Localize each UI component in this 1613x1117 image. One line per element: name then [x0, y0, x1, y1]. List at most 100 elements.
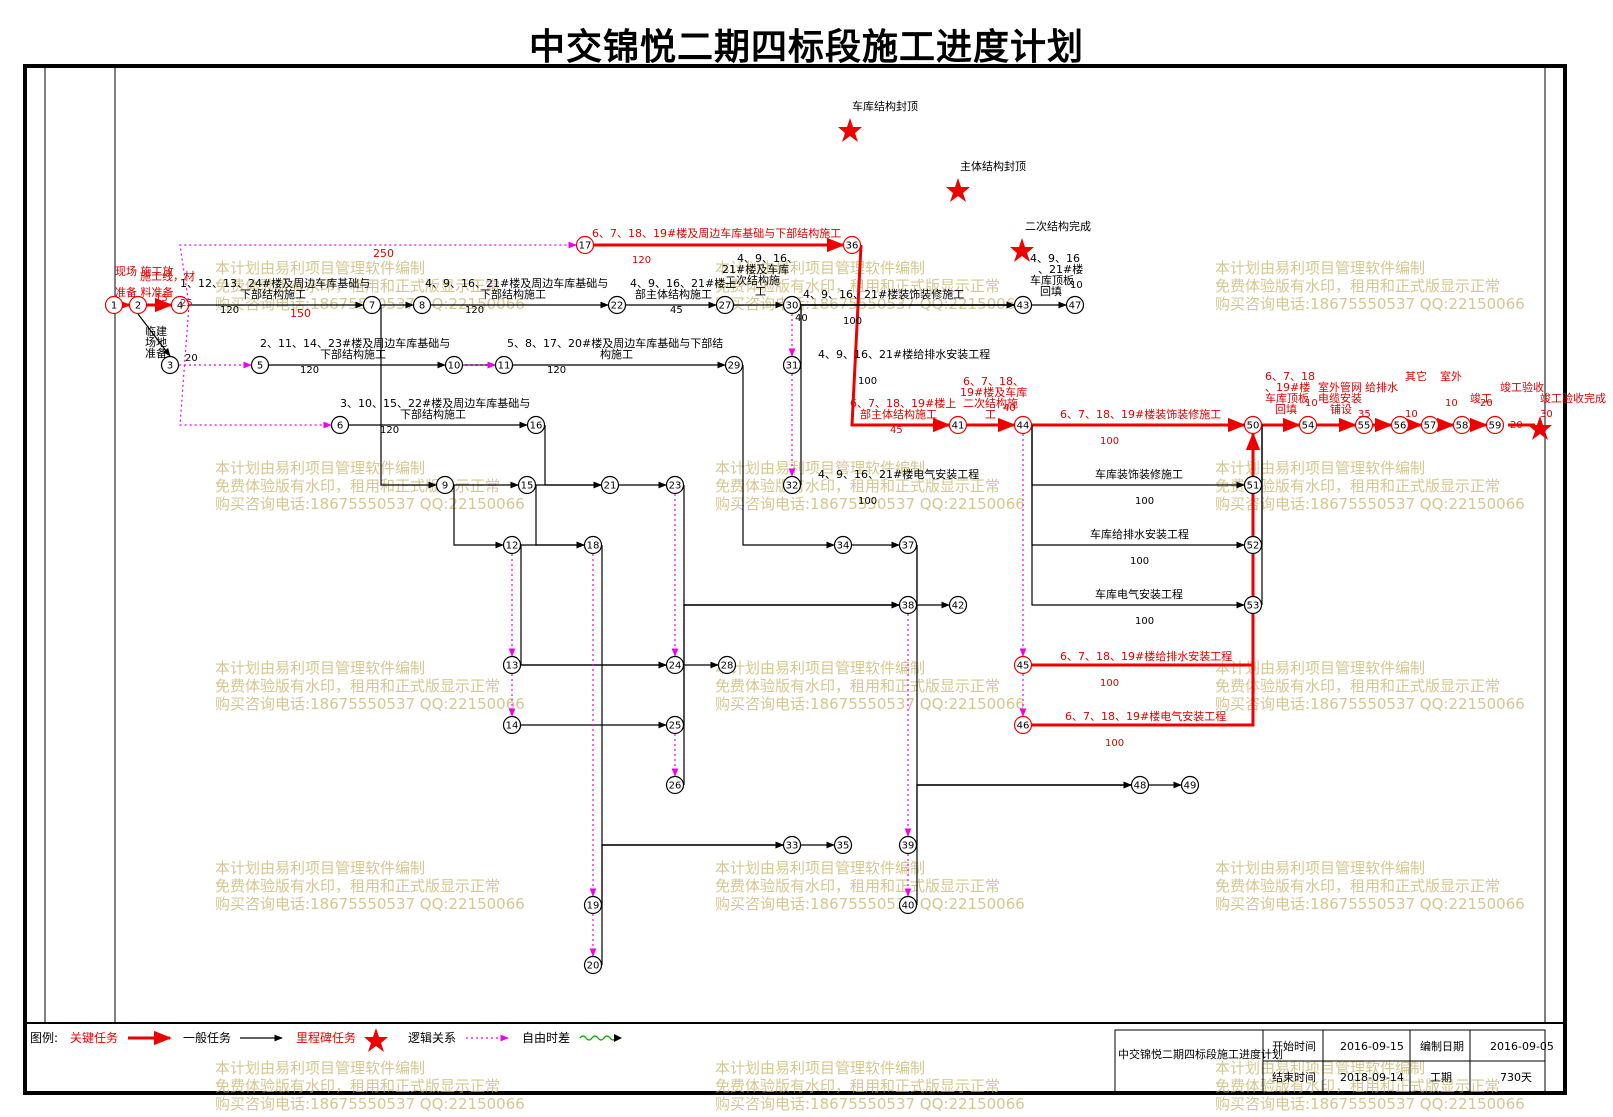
node-2: [128, 295, 148, 315]
info-table: 中交锦悦二期四标段施工进度计划 开始时间 2016-09-15 编制日期 201…: [1114, 1029, 1554, 1094]
task-label: 车库给排水安装工程: [1090, 527, 1189, 541]
edge-37-48: [916, 545, 1132, 789]
legend-normal-label: 一般任务: [183, 1030, 231, 1045]
node-48: [1130, 775, 1150, 795]
node-label: 15: [521, 481, 534, 492]
task-label: 4、9、16、: [737, 252, 798, 265]
info-compile-label: 编制日期: [1420, 1039, 1464, 1053]
task-label: 构施工: [600, 347, 633, 361]
node-56: [1390, 415, 1410, 435]
node-label: 51: [1247, 481, 1260, 492]
task-label: 二次结构施: [963, 396, 1018, 410]
node-label: 24: [669, 661, 682, 672]
watermark-text: 购买咨询电话:18675550537 QQ:22150066: [715, 495, 1025, 513]
node-label: 22: [611, 301, 624, 312]
node-label: 11: [498, 361, 511, 372]
task-duration: 40: [795, 313, 808, 324]
edge-20-33: [601, 841, 784, 965]
task-label: 工: [755, 285, 766, 298]
node-label: 32: [786, 481, 799, 492]
node-label: 21: [604, 481, 617, 492]
task-duration: 35: [1358, 409, 1371, 420]
node-label: 4: [177, 301, 183, 312]
node-label: 52: [1247, 541, 1260, 552]
watermark-text: 免费体验版有水印，租用和正式版显示正常: [215, 477, 500, 495]
task-label: 竣工: [1470, 391, 1492, 405]
node-11: [494, 355, 514, 375]
node-label: 53: [1247, 601, 1260, 612]
node-label: 59: [1489, 421, 1502, 432]
task-label: 室外: [1440, 369, 1462, 383]
node-label: 31: [786, 361, 799, 372]
node-label: 42: [952, 601, 965, 612]
node-label: 48: [1134, 781, 1147, 792]
task-label: 部主体结构施工: [860, 407, 937, 421]
legend-logic-label: 逻辑关系: [408, 1031, 456, 1045]
task-duration: 100: [1130, 556, 1149, 567]
legend-float-label: 自由时差: [522, 1031, 570, 1045]
task-duration: 45: [670, 305, 683, 316]
node-52: [1243, 535, 1263, 555]
node-9: [435, 475, 455, 495]
node-26: [665, 775, 685, 795]
task-duration: 10: [1305, 398, 1318, 409]
node-8: [412, 295, 432, 315]
task-duration: 20: [185, 353, 198, 364]
task-label: 车库电气安装工程: [1095, 587, 1183, 601]
watermark-text: 购买咨询电话:18675550537 QQ:22150066: [715, 895, 1025, 913]
watermark-text: 购买咨询电话:18675550537 QQ:22150066: [1215, 895, 1525, 913]
info-end-value: 2018-09-14: [1340, 1071, 1404, 1084]
node-7: [362, 295, 382, 315]
watermark-text: 本计划由易利项目管理软件编制: [1215, 659, 1425, 677]
watermark-text: 免费体验版有水印，租用和正式版显示正常: [715, 1077, 1000, 1095]
task-duration: 100: [858, 496, 877, 507]
edge-7-9: [380, 305, 437, 489]
task-label: 准备: [145, 346, 167, 360]
task-duration: 15: [155, 293, 168, 304]
node-22: [607, 295, 627, 315]
node-3: [160, 355, 180, 375]
watermark-text: 免费体验版有水印，租用和正式版显示正常: [1215, 477, 1500, 495]
node-label: 34: [837, 541, 850, 552]
task-label: 6、7、18、19#楼电气安装工程: [1065, 709, 1226, 723]
node-47: [1065, 295, 1085, 315]
task-label: 竣工验收: [1500, 380, 1544, 394]
task-label: 4、9、16: [1030, 252, 1080, 265]
task-label: 现场 施工放: [115, 264, 174, 278]
task-label: 1、12、13、24#楼及周边车库基础与: [180, 276, 370, 290]
task-label: 铺设: [1330, 403, 1352, 416]
node-label: 56: [1394, 421, 1407, 432]
node-25: [665, 715, 685, 735]
task-label: 室外管网: [1318, 380, 1362, 394]
node-19: [583, 895, 603, 915]
edge-15-18: [535, 485, 585, 549]
node-label: 20: [587, 961, 600, 972]
info-duration-label: 工期: [1430, 1071, 1452, 1084]
node-18: [583, 535, 603, 555]
node-4: [170, 295, 190, 315]
node-34: [833, 535, 853, 555]
watermark-text: 本计划由易利项目管理软件编制: [715, 1059, 925, 1077]
watermark-text: 购买咨询电话:18675550537 QQ:22150066: [1215, 295, 1525, 313]
info-start-label: 开始时间: [1272, 1039, 1316, 1053]
task-label: 4、9、16、21#楼装饰装修施工: [803, 287, 964, 301]
task-label: 6、7、18: [1265, 370, 1315, 383]
node-label: 17: [579, 241, 592, 252]
node-label: 25: [669, 721, 682, 732]
node-21: [600, 475, 620, 495]
task-duration: 100: [1135, 616, 1154, 627]
task-duration: 100: [858, 376, 877, 387]
node-label: 43: [1017, 301, 1030, 312]
task-label: 6、7、18、19#楼及周边车库基础与下部结构施工: [592, 226, 841, 240]
task-duration: 120: [465, 305, 484, 316]
watermark-text: 本计划由易利项目管理软件编制: [215, 259, 425, 277]
task-label: 给排水: [1365, 380, 1398, 394]
watermark-text: 本计划由易利项目管理软件编制: [715, 859, 925, 877]
page-title: 中交锦悦二期四标段施工进度计划: [528, 26, 1084, 68]
task-label: 、19#楼: [1265, 380, 1310, 394]
node-45: [1013, 655, 1033, 675]
task-label: 下部结构施工: [320, 347, 386, 361]
node-label: 2: [135, 301, 141, 312]
info-compile-value: 2016-09-05: [1490, 1040, 1554, 1053]
